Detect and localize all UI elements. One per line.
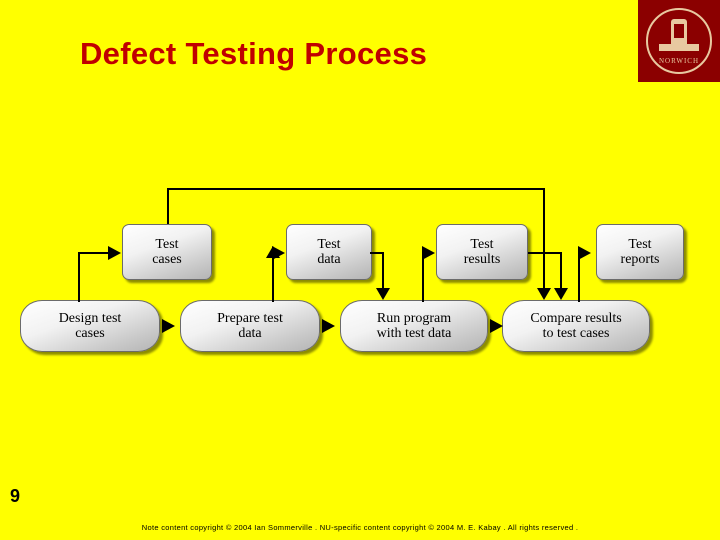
- node-test-results: Test results: [436, 224, 528, 280]
- node-design-test-cases: Design test cases: [20, 300, 160, 352]
- connector-testcases-up: [167, 188, 169, 224]
- node-test-cases-line1: Test: [155, 236, 179, 252]
- defect-testing-process-diagram: Test cases Test data Test results Test r…: [0, 188, 720, 380]
- node-test-cases: Test cases: [122, 224, 212, 280]
- node-test-data-line2: data: [317, 252, 341, 267]
- seal-tower-shape: [671, 19, 687, 45]
- arrowhead-into-test-data: [272, 246, 285, 260]
- node-test-results-line2: results: [463, 252, 501, 267]
- connector-testdata-down: [382, 252, 384, 292]
- arrowhead-to-test-reports: [578, 246, 591, 260]
- node-prepare-test-data-line1: Prepare test: [217, 310, 283, 326]
- arrowhead-design-to-prepare: [162, 319, 175, 333]
- arrowhead-prepare-to-run: [322, 319, 335, 333]
- node-compare-results-to-test-cases: Compare results to test cases: [502, 300, 650, 352]
- arrowhead-to-test-cases: [108, 246, 121, 260]
- connector-compare-to-reports-v: [578, 252, 580, 302]
- node-design-test-cases-line1: Design test: [58, 310, 122, 326]
- connector-design-to-testcases-horizontal: [78, 252, 110, 254]
- page-title: Defect Testing Process: [80, 36, 428, 71]
- arrowhead-run-to-compare: [490, 319, 503, 333]
- node-run-program-line1: Run program: [376, 310, 452, 326]
- seal-label: NORWICH: [658, 57, 700, 65]
- node-compare-results-line2: to test cases: [542, 326, 610, 341]
- copyright-footer: Note content copyright © 2004 Ian Sommer…: [141, 523, 579, 532]
- node-design-test-cases-line2: cases: [75, 326, 105, 341]
- node-test-data-line1: Test: [317, 236, 341, 252]
- arrowhead-testcases-to-compare: [537, 288, 551, 300]
- connector-results-right: [528, 252, 562, 254]
- node-prepare-test-data: Prepare test data: [180, 300, 320, 352]
- arrowhead-to-test-results: [422, 246, 435, 260]
- node-run-program-with-test-data: Run program with test data: [340, 300, 488, 352]
- node-test-data: Test data: [286, 224, 372, 280]
- node-test-results-line1: Test: [470, 236, 494, 252]
- node-test-reports-line2: reports: [620, 252, 660, 267]
- node-test-cases-line2: cases: [152, 252, 182, 267]
- connector-prepare-to-testdata: [272, 254, 274, 302]
- page-number: 9: [10, 486, 21, 506]
- connector-results-down: [560, 252, 562, 292]
- arrowhead-results-to-compare: [554, 288, 568, 300]
- node-test-reports: Test reports: [596, 224, 684, 280]
- node-test-reports-line1: Test: [628, 236, 652, 252]
- connector-run-to-results: [422, 254, 424, 302]
- arrowhead-testdata-to-run: [376, 288, 390, 300]
- connector-testcases-down-to-run: [543, 188, 545, 288]
- connector-design-to-testcases-vertical: [78, 252, 80, 302]
- connector-testdata-right: [370, 252, 384, 254]
- university-seal-icon: NORWICH: [646, 8, 712, 74]
- university-logo-badge: NORWICH: [638, 0, 720, 82]
- node-run-program-line2: with test data: [376, 326, 452, 341]
- node-prepare-test-data-line2: data: [238, 326, 262, 341]
- seal-base-shape: [659, 44, 699, 51]
- connector-testcases-top-horizontal: [167, 188, 545, 190]
- node-compare-results-line1: Compare results: [530, 310, 622, 326]
